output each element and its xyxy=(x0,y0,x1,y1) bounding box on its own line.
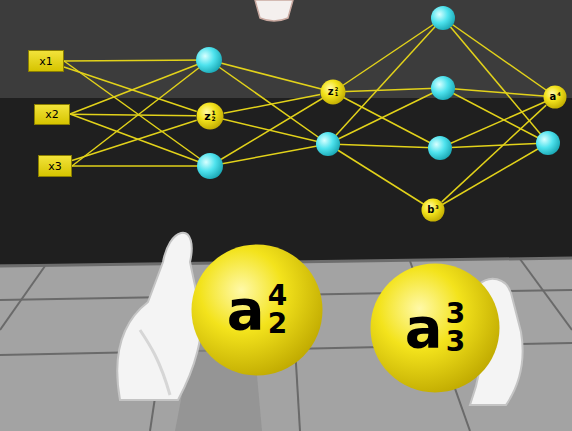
network-connection xyxy=(70,114,196,116)
subscript-index: 3 xyxy=(446,328,465,356)
network-wires xyxy=(64,18,556,210)
ceiling-light xyxy=(255,0,293,21)
neuron-sphere xyxy=(197,153,223,179)
index-stack: 33 xyxy=(446,300,465,356)
spacer xyxy=(557,97,560,102)
input-box: x3 xyxy=(38,155,72,177)
symbol-letter: z xyxy=(328,87,334,97)
superscript-index: 3 xyxy=(435,205,438,210)
superscript-index: 4 xyxy=(557,92,560,97)
label-holder: z12 xyxy=(196,102,224,130)
symbol-letter: a xyxy=(549,92,556,102)
input-box: x2 xyxy=(34,104,70,125)
left-hand xyxy=(117,233,201,400)
label-holder: a42 xyxy=(191,244,323,376)
superscript-index: 3 xyxy=(446,300,465,328)
output-sphere: a4 xyxy=(543,85,567,109)
spacer xyxy=(435,210,438,215)
neuron-sphere xyxy=(431,76,455,100)
dark-wall-band xyxy=(0,98,572,264)
network-connection xyxy=(224,94,320,113)
symbol-letter: b xyxy=(427,205,434,215)
index-stack: 3 xyxy=(435,205,438,215)
neuron-sphere xyxy=(431,6,455,30)
sphere-fill xyxy=(544,86,567,109)
network-connection xyxy=(72,120,197,160)
subscript-index: 1 xyxy=(335,92,338,97)
neuron-sphere xyxy=(196,47,222,73)
neuron-sphere xyxy=(316,132,340,156)
superscript-index: 4 xyxy=(268,282,287,310)
sphere-fill xyxy=(197,103,224,130)
symbol-letter: z xyxy=(204,111,210,122)
label-holder: a4 xyxy=(543,85,567,109)
index-stack: 12 xyxy=(212,110,216,122)
network-connection xyxy=(442,105,546,202)
hidden-neurons xyxy=(196,6,560,179)
subscript-index: 2 xyxy=(212,116,216,122)
sphere-fill xyxy=(321,80,346,105)
held-sphere: a33 xyxy=(370,263,500,393)
sphere-fill xyxy=(192,245,323,376)
input-label: x3 xyxy=(48,161,62,172)
sphere-fill xyxy=(371,264,500,393)
label-holder: z21 xyxy=(320,79,346,105)
index-stack: 4 xyxy=(557,92,560,102)
subscript-index: 2 xyxy=(268,310,287,338)
held-sphere: a42 xyxy=(191,244,323,376)
symbol-letter: a xyxy=(227,282,265,338)
network-connection xyxy=(64,67,197,112)
label-holder: a33 xyxy=(370,263,500,393)
neuron-sphere: z12 xyxy=(196,102,224,130)
input-label: x1 xyxy=(39,56,53,67)
upper-wall xyxy=(0,0,572,98)
label-holder: b3 xyxy=(421,198,445,222)
neuron-sphere: z21 xyxy=(320,79,346,105)
input-label: x2 xyxy=(45,109,59,120)
input-box: x1 xyxy=(28,50,64,72)
bias-sphere: b3 xyxy=(421,198,445,222)
index-stack: 42 xyxy=(268,282,287,338)
sphere-fill xyxy=(422,199,445,222)
left-hand-shading xyxy=(140,330,170,395)
symbol-letter: a xyxy=(405,300,443,356)
index-stack: 21 xyxy=(335,87,338,97)
neuron-sphere xyxy=(428,136,452,160)
neuron-sphere xyxy=(536,131,560,155)
